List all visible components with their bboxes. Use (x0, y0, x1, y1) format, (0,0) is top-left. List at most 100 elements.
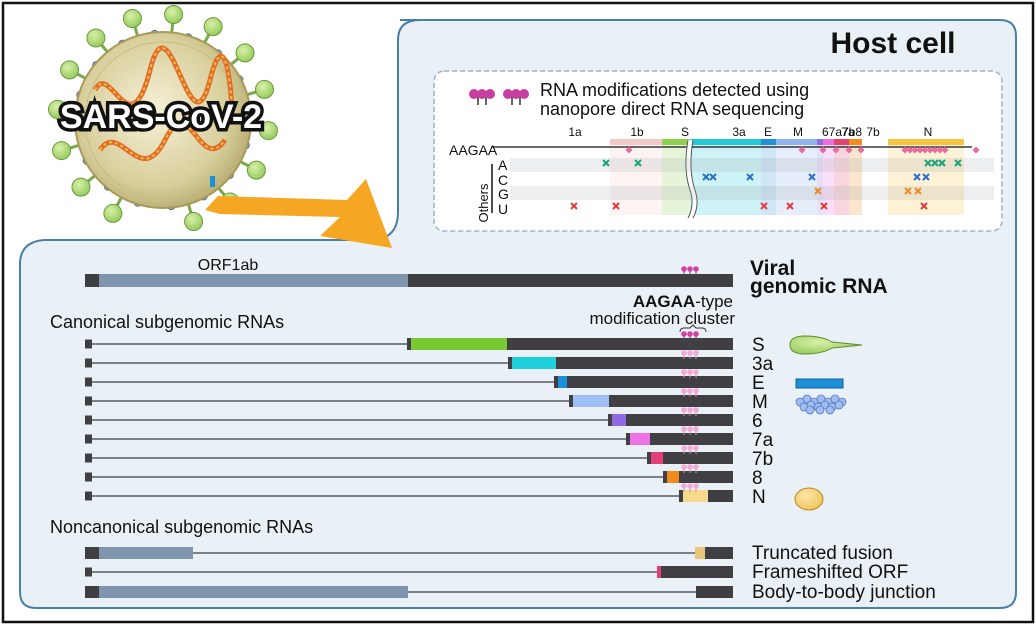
inset-gene-band-3a (690, 145, 761, 215)
virus-label: SARS-CoV-2 (60, 98, 262, 136)
inset-gene-label-N: N (924, 125, 933, 139)
aagaa-mark (916, 146, 924, 154)
sgrna-row-E: E (85, 369, 765, 394)
inset-gene-bar-M (776, 139, 817, 145)
inset-gene-label-7a: 7a (841, 125, 855, 139)
noncanonical-row-3: Body-to-body junction (85, 582, 936, 603)
inset-gene-label-E: E (764, 125, 772, 139)
row-label-others: Others (476, 183, 491, 223)
cluster-label-line2: modification cluster (589, 309, 735, 328)
u-mark (612, 202, 620, 210)
row-label-aagaa: AAGAA (449, 142, 498, 158)
c-mark (808, 173, 816, 181)
inset-gene-band-7a (823, 145, 834, 215)
host-cell-title: Host cell (830, 27, 955, 60)
a-mark (938, 159, 946, 167)
inset-gene-label-1b: 1b (630, 125, 644, 139)
inset-gene-band-7b (834, 145, 849, 215)
frameshift-segment (657, 566, 661, 578)
aagaa-mark (901, 146, 909, 154)
noncanonical-row-2: Frameshifted ORF (85, 562, 908, 583)
sgrna-row-3a: 3a (85, 350, 774, 375)
row-label-a: A (498, 157, 508, 173)
cluster-label-bold: AAGAA (633, 292, 695, 311)
sgrna-orf-N (683, 490, 708, 502)
orf1ab-label: ORF1ab (198, 257, 259, 274)
sgrna-row-7b: 7b (85, 445, 773, 470)
sgrna-label-7a: 7a (752, 430, 774, 451)
aagaa-mark (819, 146, 827, 154)
inset-gene-label-1a: 1a (568, 125, 582, 139)
sgrna-label-3a: 3a (752, 354, 774, 375)
inset-gene-label-S: S (681, 125, 689, 139)
g-mark (914, 187, 922, 195)
noncanonical-label-1: Truncated fusion (752, 543, 893, 564)
noncanonical-row-1: Truncated fusion (85, 543, 893, 564)
inset-title-line1: RNA modifications detected using (540, 80, 809, 100)
row-label-g: G (498, 186, 509, 202)
sgrna-label-8: 8 (752, 468, 763, 489)
c-mark (709, 173, 717, 181)
u-mark (920, 202, 928, 210)
inset-gene-label-7b: 7b (866, 125, 880, 139)
envelope-protein-icon (795, 378, 844, 389)
inset-gene-band-6 (817, 145, 823, 215)
sgrna-row-7a: 7a (85, 426, 774, 451)
aagaa-mark (832, 146, 840, 154)
aagaa-mark (941, 146, 949, 154)
noncanonical-label-2: Frameshifted ORF (752, 562, 908, 583)
g-mark (904, 187, 912, 195)
sgrna-label-S: S (752, 335, 765, 356)
inset-gene-label-M: M (793, 125, 803, 139)
inset-gene-band-S (662, 145, 690, 215)
sgrna-orf-M (573, 395, 609, 407)
genomic-rna-title-line2: genomic RNA (750, 275, 888, 298)
row-label-u: U (498, 201, 508, 217)
aagaa-mark (906, 146, 914, 154)
sgrna-label-7b: 7b (752, 449, 773, 470)
sgrna-label-E: E (752, 373, 765, 394)
aagaa-mark (931, 146, 939, 154)
sgrna-orf-7a (630, 433, 650, 445)
inset-gene-bar-3a (690, 139, 761, 145)
a-mark (954, 159, 962, 167)
inset-gene-bar-E (761, 139, 776, 145)
inset-gene-bar-1b (610, 139, 662, 145)
sgrna-label-N: N (752, 487, 766, 508)
a-mark (602, 159, 610, 167)
inset-title-line2: nanopore direct RNA sequencing (540, 99, 804, 119)
aagaa-mark (845, 146, 853, 154)
aagaa-mark (926, 146, 934, 154)
modification-pin-icon (469, 89, 529, 105)
u-mark (760, 202, 768, 210)
inset-gene-bar-7a (823, 139, 834, 145)
inset-gene-bar-7b (834, 139, 849, 145)
a-mark (931, 159, 939, 167)
cluster-label-line1: AAGAA-type (633, 292, 733, 311)
inset-gene-bar-S (662, 139, 690, 145)
aagaa-mark (625, 146, 633, 154)
sgrna-row-S: S (85, 331, 765, 356)
inset-gene-label-67a7b8: 67a7b8 (822, 125, 862, 139)
sgrna-orf-7b (651, 452, 663, 464)
sgrna-label-M: M (752, 392, 768, 413)
c-mark (922, 173, 930, 181)
viral-genomic-rna: ORF1ab Viral genomic RNA (85, 257, 888, 298)
sgrna-row-8: 8 (85, 464, 763, 489)
nucleocapsid-protein-icon (794, 487, 824, 511)
sgrna-label-6: 6 (752, 411, 763, 432)
inset-row-stripe (510, 158, 994, 172)
inset-gene-band-M (776, 145, 817, 215)
inset-gene-label-3a: 3a (732, 125, 746, 139)
u-mark (820, 202, 828, 210)
inset-gene-bar-8 (849, 139, 862, 145)
cluster-bracket (679, 324, 707, 333)
genomic-rna-title-line1: Viral (750, 257, 795, 280)
sgrna-orf-3a (512, 357, 556, 369)
g-mark (814, 187, 822, 195)
aagaa-mark (911, 146, 919, 154)
sgrna-orf-E (558, 376, 567, 388)
aagaa-mark (798, 146, 806, 154)
inset-row-stripe (510, 186, 994, 200)
